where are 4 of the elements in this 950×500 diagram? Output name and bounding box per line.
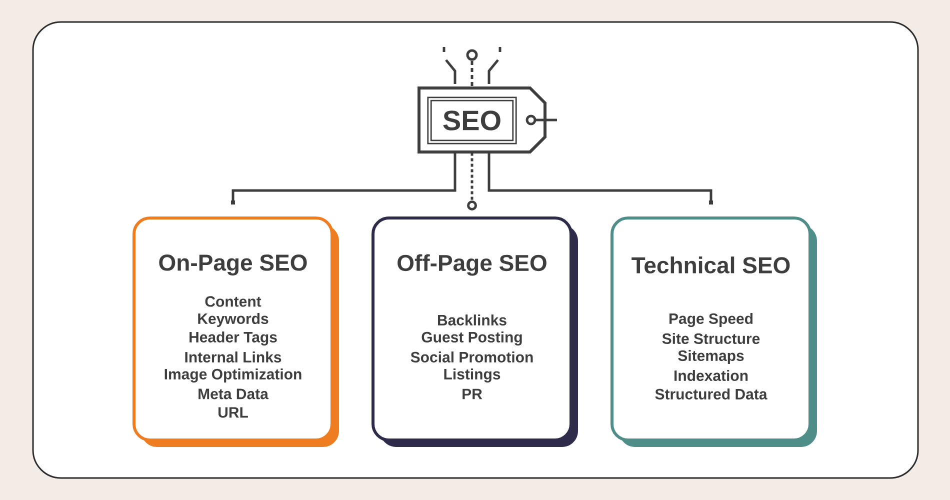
connector	[488, 152, 713, 204]
connector	[231, 152, 456, 204]
connector	[467, 152, 477, 210]
seo-tag: SEO	[418, 86, 557, 154]
